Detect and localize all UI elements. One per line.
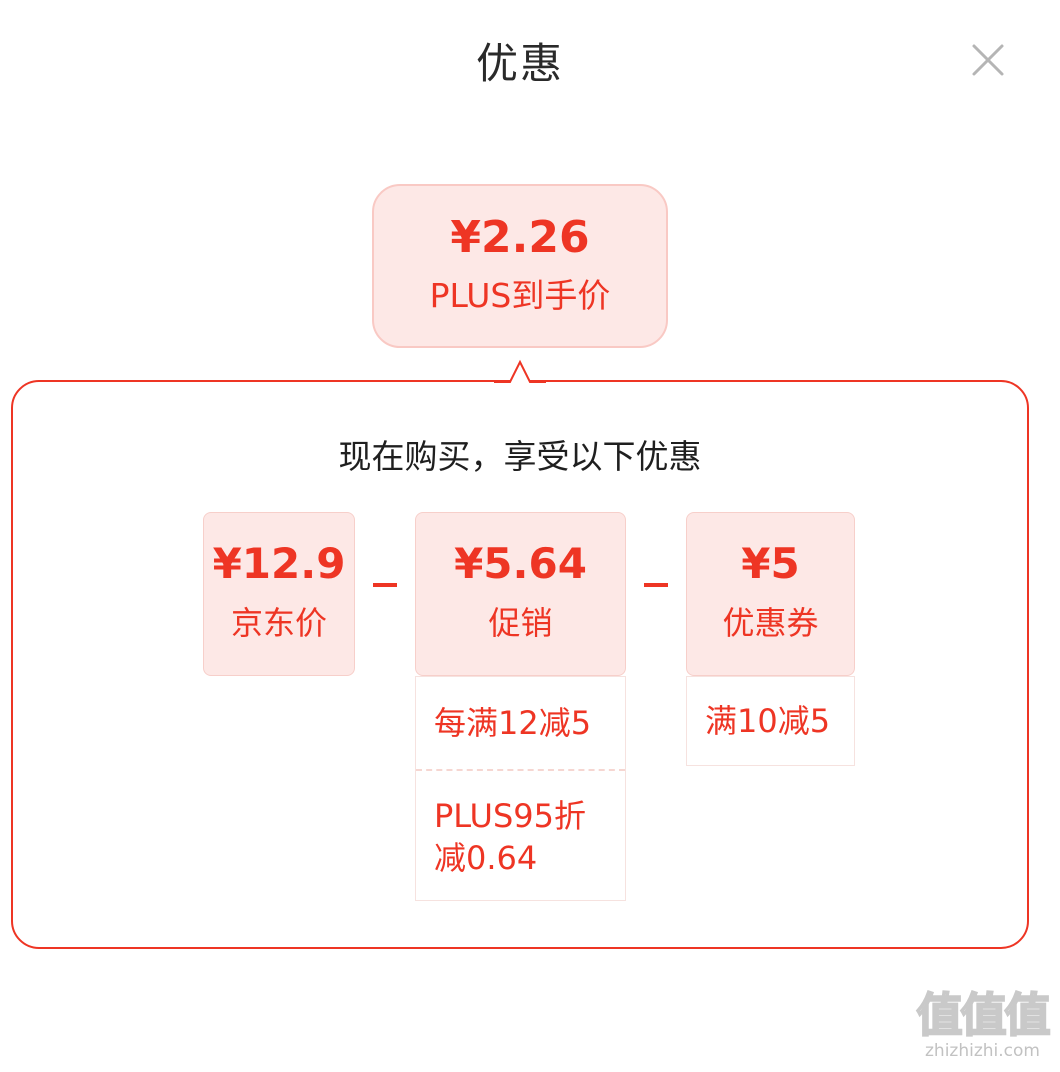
dialog-title: 优惠 bbox=[475, 39, 564, 88]
promotion-detail-item: PLUS95折减0.64 bbox=[416, 769, 625, 900]
watermark-url: zhizhizhi.com bbox=[925, 1041, 1040, 1061]
coupon-amount: ¥5 bbox=[741, 539, 800, 588]
minus-sign bbox=[373, 583, 397, 587]
site-watermark: 值值值 zhizhizhi.com bbox=[910, 988, 1055, 1070]
jd-price-label: 京东价 bbox=[230, 604, 327, 642]
close-button[interactable] bbox=[962, 36, 1014, 88]
promotion-card: ¥5.64 促销 bbox=[415, 512, 626, 676]
coupon-card: ¥5 优惠券 bbox=[686, 512, 855, 676]
breakdown-subtitle: 现在购买，享受以下优惠 bbox=[338, 437, 702, 476]
panel-notch bbox=[480, 359, 560, 386]
jd-price-card: ¥12.9 京东价 bbox=[203, 512, 355, 676]
promotion-detail-item: 每满12减5 bbox=[434, 704, 592, 742]
final-price-label: PLUS到手价 bbox=[429, 276, 611, 315]
final-price: ¥2.26 bbox=[450, 212, 590, 263]
coupon-label: 优惠券 bbox=[722, 604, 819, 642]
jd-price-amount: ¥12.9 bbox=[212, 539, 346, 588]
promotion-amount: ¥5.64 bbox=[454, 539, 587, 588]
coupon-details: 满10减5 bbox=[686, 676, 855, 766]
final-price-box: ¥2.26 PLUS到手价 bbox=[372, 184, 668, 348]
promotion-details: 每满12减5 PLUS95折减0.64 bbox=[415, 676, 626, 901]
minus-sign bbox=[644, 583, 668, 587]
watermark-logo: 值值值 bbox=[916, 988, 1052, 1042]
close-icon bbox=[972, 44, 1004, 76]
promotion-label: 促销 bbox=[488, 604, 553, 642]
coupon-detail-item: 满10减5 bbox=[705, 702, 831, 740]
